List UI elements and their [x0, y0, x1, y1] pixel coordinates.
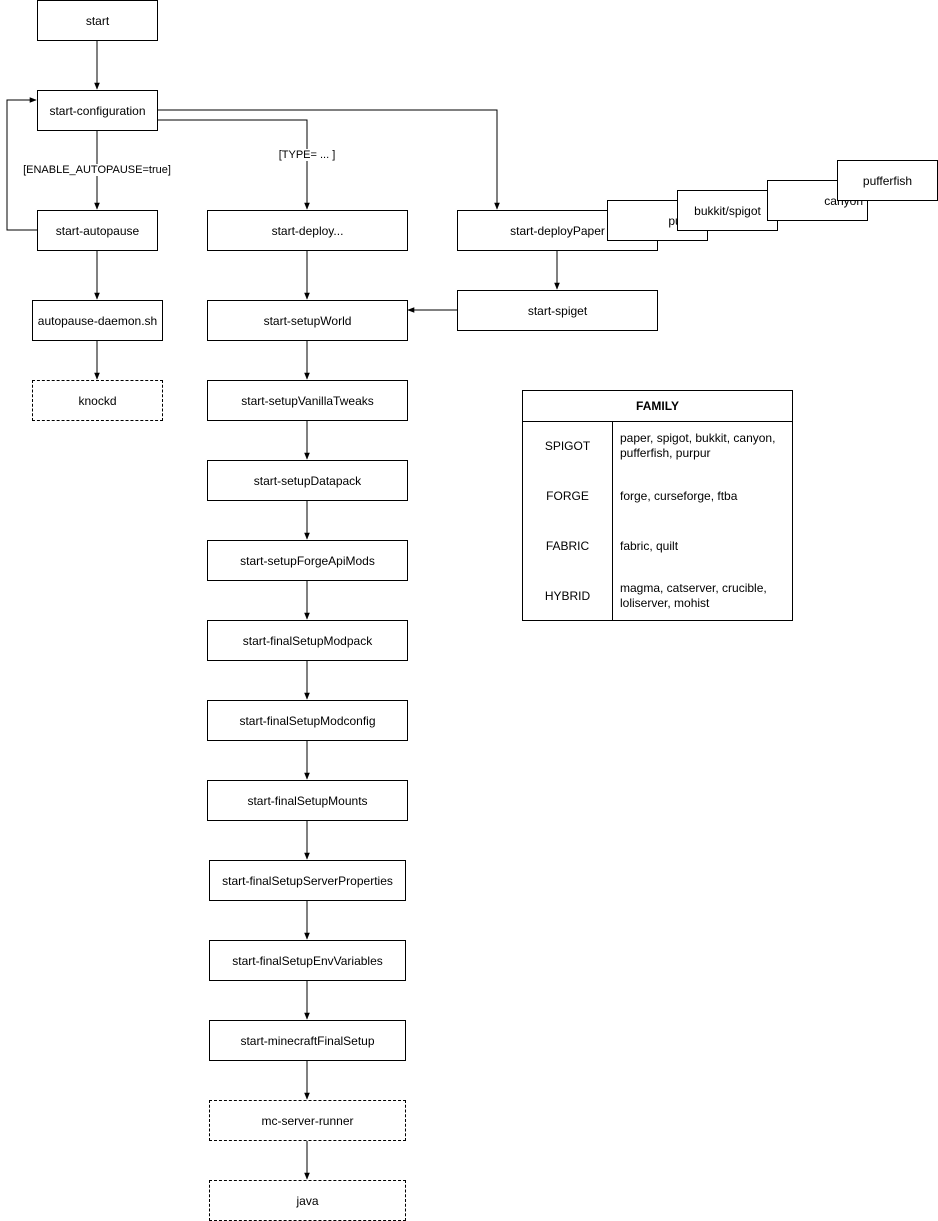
node-start-spiget[interactable]: start-spiget — [457, 290, 658, 331]
family-name: FORGE — [546, 489, 589, 503]
node-start[interactable]: start — [37, 0, 158, 41]
family-row-hybrid: HYBRID magma, catserver, crucible, lolis… — [523, 571, 792, 621]
node-start-setupVanillaTweaks[interactable]: start-setupVanillaTweaks — [207, 380, 408, 421]
family-name: HYBRID — [544, 589, 591, 603]
node-start-configuration[interactable]: start-configuration — [37, 90, 158, 131]
family-types: paper, spigot, bukkit, canyon, pufferfis… — [620, 431, 776, 460]
family-types: forge, curseforge, ftba — [620, 488, 738, 503]
edge-label-enable-autopause: [ENABLE_AUTOPAUSE=true] — [22, 164, 172, 176]
node-start-finalSetupModconfig[interactable]: start-finalSetupModconfig — [207, 700, 408, 741]
node-start-setupWorld[interactable]: start-setupWorld — [207, 300, 408, 341]
node-start-finalSetupModpack[interactable]: start-finalSetupModpack — [207, 620, 408, 661]
node-bukkit-spigot[interactable]: bukkit/spigot — [677, 190, 778, 231]
family-row-fabric: FABRIC fabric, quilt — [523, 521, 792, 571]
edge-autopause-loop-back — [6, 97, 37, 231]
family-name: SPIGOT — [544, 439, 591, 453]
family-row-spigot: SPIGOT paper, spigot, bukkit, canyon, pu… — [523, 421, 792, 471]
family-types: magma, catserver, crucible, loliserver, … — [620, 581, 767, 610]
node-start-minecraftFinalSetup[interactable]: start-minecraftFinalSetup — [209, 1020, 406, 1061]
node-start-setupDatapack[interactable]: start-setupDatapack — [207, 460, 408, 501]
node-start-setupForgeApiMods[interactable]: start-setupForgeApiMods — [207, 540, 408, 581]
node-autopause-daemon[interactable]: autopause-daemon.sh — [32, 300, 163, 341]
node-start-autopause[interactable]: start-autopause — [37, 210, 158, 251]
family-types: fabric, quilt — [620, 538, 679, 553]
edge-label-type: [TYPE= ... ] — [277, 149, 337, 161]
family-table-divider — [612, 421, 613, 620]
node-start-finalSetupServerProperties[interactable]: start-finalSetupServerProperties — [209, 860, 406, 901]
node-start-finalSetupMounts[interactable]: start-finalSetupMounts — [207, 780, 408, 821]
edge-configuration-to-deployPaper — [157, 109, 500, 210]
node-start-finalSetupEnvVariables[interactable]: start-finalSetupEnvVariables — [209, 940, 406, 981]
node-start-deploy[interactable]: start-deploy... — [207, 210, 408, 251]
family-table-title: FAMILY — [523, 391, 792, 422]
node-java[interactable]: java — [209, 1180, 406, 1221]
node-pufferfish[interactable]: pufferfish — [837, 160, 938, 201]
node-mc-server-runner[interactable]: mc-server-runner — [209, 1100, 406, 1141]
family-table: FAMILY SPIGOT paper, spigot, bukkit, can… — [522, 390, 793, 621]
family-row-forge: FORGE forge, curseforge, ftba — [523, 471, 792, 521]
family-name: FABRIC — [545, 539, 590, 553]
node-knockd[interactable]: knockd — [32, 380, 163, 421]
edge-configuration-to-deploy — [157, 119, 310, 210]
